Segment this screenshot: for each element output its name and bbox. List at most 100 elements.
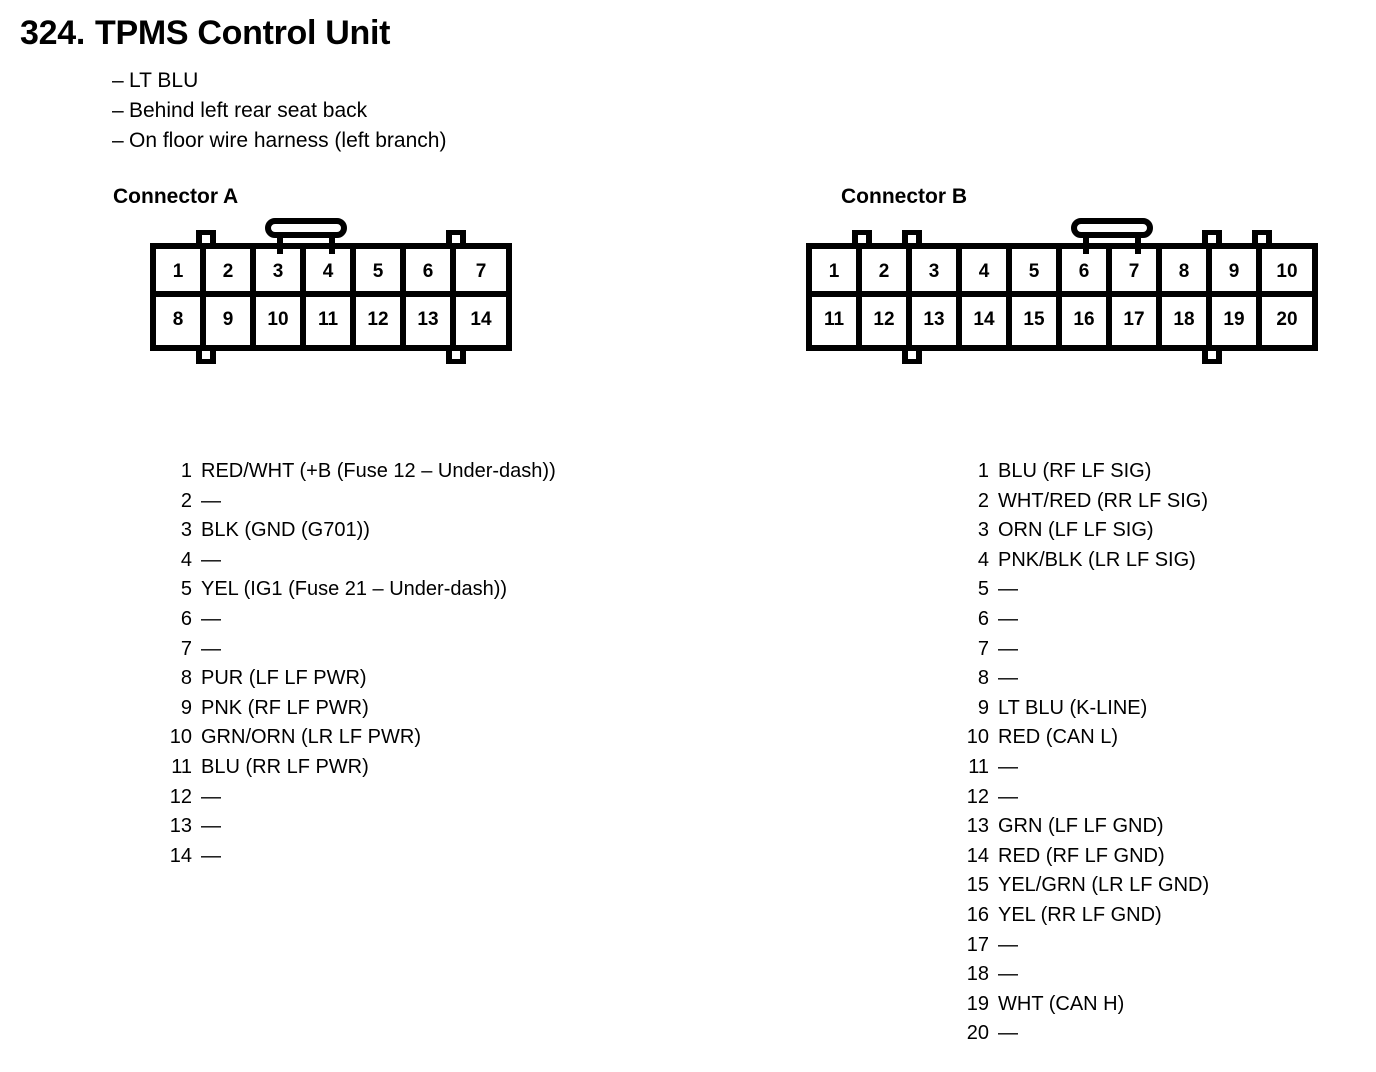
pin-description: RED/WHT (+B (Fuse 12 – Under-dash)) <box>201 460 556 482</box>
latch-bar <box>1071 218 1153 238</box>
pin-cell-8[interactable]: 8 <box>1162 249 1212 297</box>
pin-row: 6— <box>957 605 1209 635</box>
pin-cell-12[interactable]: 12 <box>862 297 912 345</box>
pin-cell-16[interactable]: 16 <box>1062 297 1112 345</box>
connector-b-heading: Connector B <box>841 185 967 208</box>
latch-bar <box>265 218 347 238</box>
pin-cell-15[interactable]: 15 <box>1012 297 1062 345</box>
pin-number: 10 <box>966 726 989 749</box>
pin-cell-19[interactable]: 19 <box>1212 297 1262 345</box>
note-dash: – <box>112 69 124 92</box>
latch-leg-right <box>1135 232 1141 254</box>
pin-cell-7[interactable]: 7 <box>456 249 506 297</box>
pin-number: 19 <box>966 992 989 1015</box>
pin-cell-14[interactable]: 14 <box>962 297 1012 345</box>
pin-cell-13[interactable]: 13 <box>406 297 456 345</box>
pin-description: PUR (LF LF PWR) <box>201 667 367 690</box>
pin-number: 14 <box>169 844 192 867</box>
pin-description: ORN (LF LF SIG) <box>998 519 1154 542</box>
pin-cell-11[interactable]: 11 <box>306 297 356 345</box>
pin-description: GRN (LF LF GND) <box>998 815 1164 838</box>
pin-row: 6— <box>160 605 556 635</box>
pin-description: — <box>998 1022 1018 1045</box>
pin-description: — <box>201 815 221 838</box>
locking-tab-bottom <box>446 345 466 364</box>
note-dash: – <box>112 99 124 122</box>
pin-cell-3[interactable]: 3 <box>912 249 962 297</box>
pin-cell-12[interactable]: 12 <box>356 297 406 345</box>
pin-description: — <box>998 578 1018 601</box>
pin-row: 14— <box>160 842 556 872</box>
pin-number: 13 <box>169 815 192 838</box>
pin-description: LT BLU (K-LINE) <box>998 696 1148 719</box>
pin-number: 8 <box>977 667 989 690</box>
pin-cell-3[interactable]: 3 <box>256 249 306 297</box>
pin-cell-14[interactable]: 14 <box>456 297 506 345</box>
pin-number: 12 <box>169 785 192 808</box>
pin-description: YEL (IG1 (Fuse 21 – Under-dash)) <box>201 578 508 601</box>
pin-description: — <box>201 785 221 808</box>
pin-description: — <box>998 785 1018 808</box>
pin-cell-13[interactable]: 13 <box>912 297 962 345</box>
pin-cell-18[interactable]: 18 <box>1162 297 1212 345</box>
pin-number: 18 <box>966 963 989 986</box>
pin-cell-5[interactable]: 5 <box>356 249 406 297</box>
pin-number: 5 <box>180 578 192 601</box>
pin-number: 4 <box>977 548 989 571</box>
pin-cell-4[interactable]: 4 <box>962 249 1012 297</box>
pin-number: 1 <box>977 460 989 482</box>
pin-description: — <box>998 637 1018 660</box>
locking-tab-top <box>1202 230 1222 249</box>
pin-number: 3 <box>977 519 989 542</box>
pin-description: WHT (CAN H) <box>998 992 1125 1015</box>
locking-tab-bottom <box>1202 345 1222 364</box>
pin-cell-9[interactable]: 9 <box>206 297 256 345</box>
pin-cell-2[interactable]: 2 <box>206 249 256 297</box>
pin-cell-9[interactable]: 9 <box>1212 249 1262 297</box>
pin-cell-11[interactable]: 11 <box>812 297 862 345</box>
connector-latch <box>1071 218 1153 254</box>
pin-description: GRN/ORN (LR LF PWR) <box>201 726 421 749</box>
connector-latch <box>265 218 347 254</box>
pin-number: 9 <box>180 696 192 719</box>
latch-leg-right <box>329 232 335 254</box>
pin-cell-17[interactable]: 17 <box>1112 297 1162 345</box>
pin-cell-7[interactable]: 7 <box>1112 249 1162 297</box>
pin-description: YEL/GRN (LR LF GND) <box>998 874 1210 897</box>
pin-cell-2[interactable]: 2 <box>862 249 912 297</box>
pin-cell-6[interactable]: 6 <box>1062 249 1112 297</box>
note-text: On floor wire harness (left branch) <box>129 129 447 152</box>
pin-row: 12— <box>957 783 1209 813</box>
pin-cell-5[interactable]: 5 <box>1012 249 1062 297</box>
pin-cell-1[interactable]: 1 <box>156 249 206 297</box>
notes-block: –LT BLU –Behind left rear seat back –On … <box>112 66 446 156</box>
pin-row: 7— <box>957 635 1209 665</box>
locking-tab-top <box>852 230 872 249</box>
pin-row: 17— <box>957 931 1209 961</box>
pin-row: 4— <box>160 546 556 576</box>
pin-number: 2 <box>180 489 192 512</box>
note-line: –Behind left rear seat back <box>112 96 446 126</box>
pin-cell-8[interactable]: 8 <box>156 297 206 345</box>
pin-row: 20— <box>957 1019 1209 1049</box>
pin-description: BLK (GND (G701)) <box>201 519 370 542</box>
note-text: LT BLU <box>129 69 199 92</box>
pin-description: BLU (RR LF PWR) <box>201 755 369 778</box>
pin-cell-1[interactable]: 1 <box>812 249 862 297</box>
pin-cell-10[interactable]: 10 <box>1262 249 1312 297</box>
pin-cell-4[interactable]: 4 <box>306 249 356 297</box>
pin-cell-6[interactable]: 6 <box>406 249 456 297</box>
pin-description: — <box>201 548 221 571</box>
pin-cell-20[interactable]: 20 <box>1262 297 1312 345</box>
pin-number: 7 <box>977 637 989 660</box>
pin-cell-10[interactable]: 10 <box>256 297 306 345</box>
page-title: 324.TPMS Control Unit <box>20 14 390 53</box>
